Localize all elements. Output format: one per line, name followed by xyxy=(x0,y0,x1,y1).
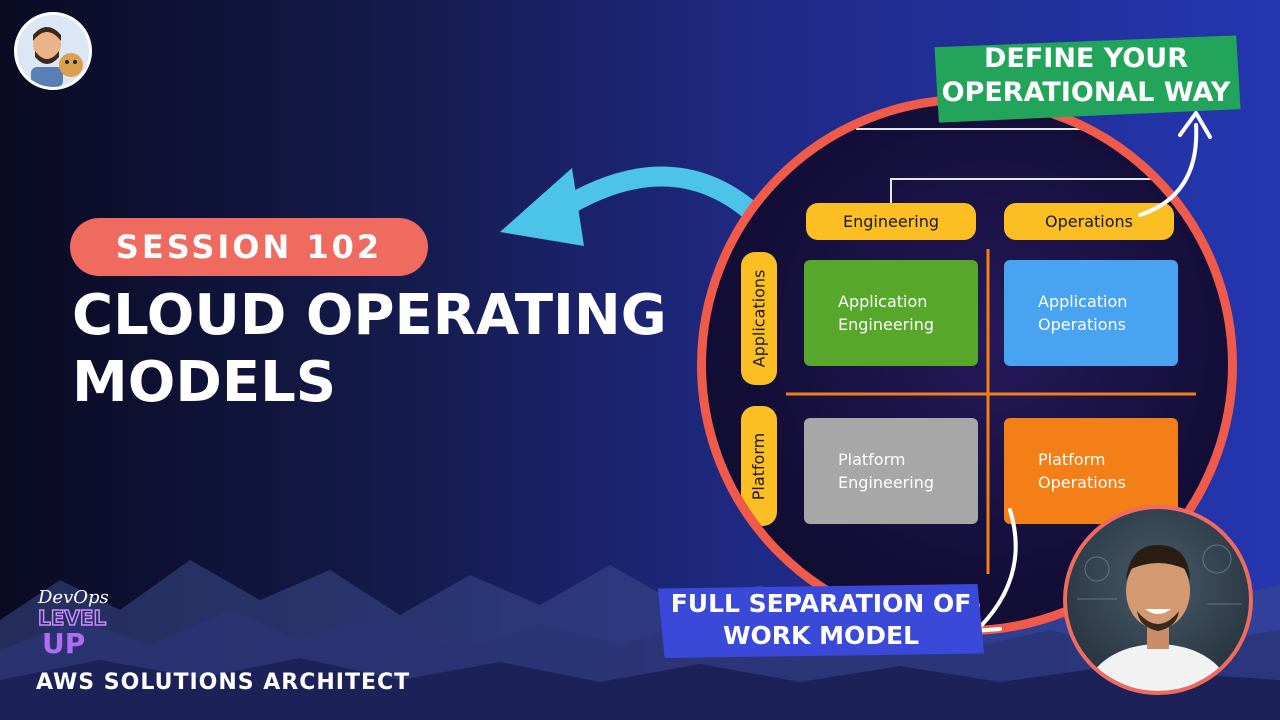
curved-arrow-icon xyxy=(500,166,762,246)
avatar-cartoon-icon xyxy=(17,15,89,87)
cell-application-operations: Application Operations xyxy=(1004,260,1178,366)
operating-model-diagram: Engineering Operations Applications Plat… xyxy=(697,95,1237,635)
presenter-photo-icon xyxy=(1077,544,1242,691)
cell-line: Application xyxy=(838,292,928,311)
diagram-connector-lines xyxy=(786,128,1196,574)
cell-line: Platform xyxy=(1038,450,1106,469)
logo-word-2: LEVEL xyxy=(38,606,107,630)
devops-levelup-logo: DevOps LEVEL UP xyxy=(37,587,109,655)
callout-top-line-2: OPERATIONAL WAY xyxy=(941,77,1231,108)
cell-line: Engineering xyxy=(838,315,934,334)
callout-top-text: DEFINE YOUR OPERATIONAL WAY xyxy=(932,42,1240,110)
presenter-photo xyxy=(1063,505,1253,695)
cell-platform-engineering: Platform Engineering xyxy=(804,418,978,524)
row-label-applications-text: Applications xyxy=(749,269,769,368)
column-label-engineering: Engineering xyxy=(806,203,976,240)
arrow-up-icon xyxy=(1138,111,1212,217)
course-subtitle: AWS SOLUTIONS ARCHITECT xyxy=(36,670,411,695)
logo-word-3: UP xyxy=(42,627,85,655)
logo-word-1: DevOps xyxy=(37,587,109,608)
session-badge: SESSION 102 xyxy=(70,218,428,276)
channel-avatar xyxy=(14,12,92,90)
page-title-line-1: CLOUD OPERATING xyxy=(72,283,667,348)
row-label-platform: Platform xyxy=(741,406,777,526)
cell-line: Operations xyxy=(1038,315,1126,334)
callout-banner-bottom xyxy=(658,584,984,658)
cell-application-engineering: Application Engineering xyxy=(804,260,978,366)
callout-bottom-line-1: FULL SEPARATION OF xyxy=(670,589,972,618)
cell-line: Platform xyxy=(838,450,906,469)
cell-line: Operations xyxy=(1038,473,1126,492)
column-label-operations: Operations xyxy=(1004,203,1174,240)
cell-line: Engineering xyxy=(838,473,934,492)
cell-line: Application xyxy=(1038,292,1128,311)
callout-top-line-1: DEFINE YOUR xyxy=(983,43,1189,74)
row-label-applications: Applications xyxy=(741,252,777,385)
page-title-line-2: MODELS xyxy=(72,350,337,415)
callout-bottom-line-2: WORK MODEL xyxy=(722,621,920,650)
callout-bottom-text: FULL SEPARATION OF WORK MODEL xyxy=(658,588,984,652)
row-label-platform-text: Platform xyxy=(749,432,769,500)
